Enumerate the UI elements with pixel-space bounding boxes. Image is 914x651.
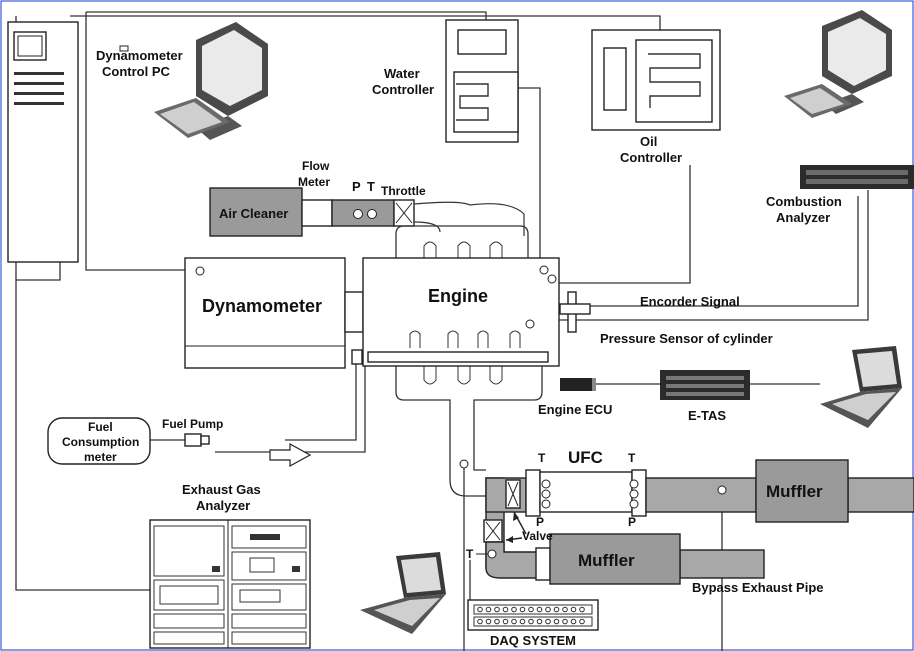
dyno-pc-label-2: Control PC	[102, 64, 170, 79]
ufc-t-left-label: T	[538, 451, 546, 465]
fuel-meter-label-1: Fuel	[88, 420, 113, 434]
water-controller-label-2: Controller	[372, 82, 434, 97]
daq-port	[570, 606, 577, 613]
oil-controller	[591, 29, 721, 131]
daq-port	[502, 618, 509, 625]
daq-port	[536, 618, 543, 625]
oil-controller-label-1: Oil	[640, 134, 657, 149]
oil-controller-label-2: Controller	[620, 150, 682, 165]
valve-label: Valve	[522, 529, 553, 543]
main-exhaust-pipe	[485, 469, 914, 569]
dyno-pc-label-1: Dynamometer	[96, 48, 183, 63]
daq-laptop-icon	[360, 552, 446, 634]
valve-arrows	[505, 511, 527, 543]
encoder-signal-label: Encorder Signal	[640, 294, 740, 309]
daq-port	[545, 618, 551, 625]
dynamometer	[184, 257, 364, 369]
daq-port	[477, 618, 483, 625]
ufc-label: UFC	[568, 448, 603, 467]
flow-meter-label-2: Meter	[298, 175, 330, 189]
etas-label: E-TAS	[688, 408, 726, 423]
exhaust-gas-analyzer-label-1: Exhaust Gas	[182, 482, 261, 497]
fuel-pump	[184, 433, 312, 468]
p-sensor-label: P	[352, 179, 361, 194]
daq-port	[553, 618, 560, 625]
dynamometer-label: Dynamometer	[202, 296, 322, 316]
water-controller	[445, 19, 519, 143]
intake-pipe	[301, 199, 525, 236]
pressure-sensor-label: Pressure Sensor of cylinder	[600, 331, 773, 346]
daq-port	[485, 606, 492, 613]
bypass-pipe-label: Bypass Exhaust Pipe	[692, 580, 824, 595]
combustion-analyzer-label-1: Combustion	[766, 194, 842, 209]
flow-meter-label-1: Flow	[302, 159, 330, 173]
throttle-label: Throttle	[381, 184, 426, 198]
daq-port	[477, 606, 483, 613]
etas-laptop-icon	[820, 346, 902, 428]
exhaust-manifold	[395, 366, 543, 497]
engine	[351, 257, 591, 367]
combustion-analyzer-rack	[800, 165, 914, 189]
daq-port	[579, 618, 585, 625]
daq-port	[519, 618, 526, 625]
engine-ecu	[560, 378, 596, 391]
daq-port	[553, 606, 560, 613]
daq-port	[485, 618, 492, 625]
exhaust-gas-analyzer-label-2: Analyzer	[196, 498, 250, 513]
engine-ecu-label: Engine ECU	[538, 402, 612, 417]
daq-port	[545, 606, 551, 613]
bypass-t-label: T	[466, 547, 474, 561]
daq-ports	[477, 606, 585, 625]
daq-port	[562, 606, 568, 613]
bypass-muffler	[549, 533, 681, 585]
intake-manifold	[395, 225, 529, 258]
air-cleaner	[209, 187, 303, 237]
ufc-p-left-label: P	[536, 515, 544, 529]
fuel-meter-label-3: meter	[84, 450, 117, 464]
main-muffler-label: Muffler	[766, 482, 823, 501]
ufc-t-right-label: T	[628, 451, 636, 465]
daq-port	[511, 606, 517, 613]
exhaust-gas-analyzer-cabinet	[149, 519, 311, 649]
air-cleaner-label: Air Cleaner	[219, 206, 288, 221]
daq-port	[494, 606, 500, 613]
combustion-pc-icon	[784, 10, 892, 118]
fuel-meter-label-2: Consumption	[62, 435, 139, 449]
daq-port	[519, 606, 526, 613]
daq-port	[494, 618, 500, 625]
dyno-pc-monitor-icon	[154, 22, 268, 140]
daq-port	[562, 618, 568, 625]
fuel-pump-label: Fuel Pump	[162, 417, 223, 431]
daq-port	[528, 606, 534, 613]
daq-port	[511, 618, 517, 625]
dynamometer-control-pc	[7, 21, 129, 263]
daq-system	[467, 599, 599, 631]
etas-device	[660, 370, 750, 400]
engine-label: Engine	[428, 286, 488, 306]
main-muffler	[755, 459, 849, 523]
daq-port	[536, 606, 543, 613]
t-sensor-label: T	[367, 179, 375, 194]
water-controller-label-1: Water	[384, 66, 420, 81]
daq-port	[502, 606, 509, 613]
ufc-p-right-label: P	[628, 515, 636, 529]
daq-port	[579, 606, 585, 613]
daq-port	[528, 618, 534, 625]
daq-port	[570, 618, 577, 625]
fuel-consumption-meter	[47, 417, 151, 465]
combustion-analyzer-label-2: Analyzer	[776, 210, 830, 225]
bypass-muffler-label: Muffler	[578, 551, 635, 570]
daq-label: DAQ SYSTEM	[490, 633, 576, 648]
